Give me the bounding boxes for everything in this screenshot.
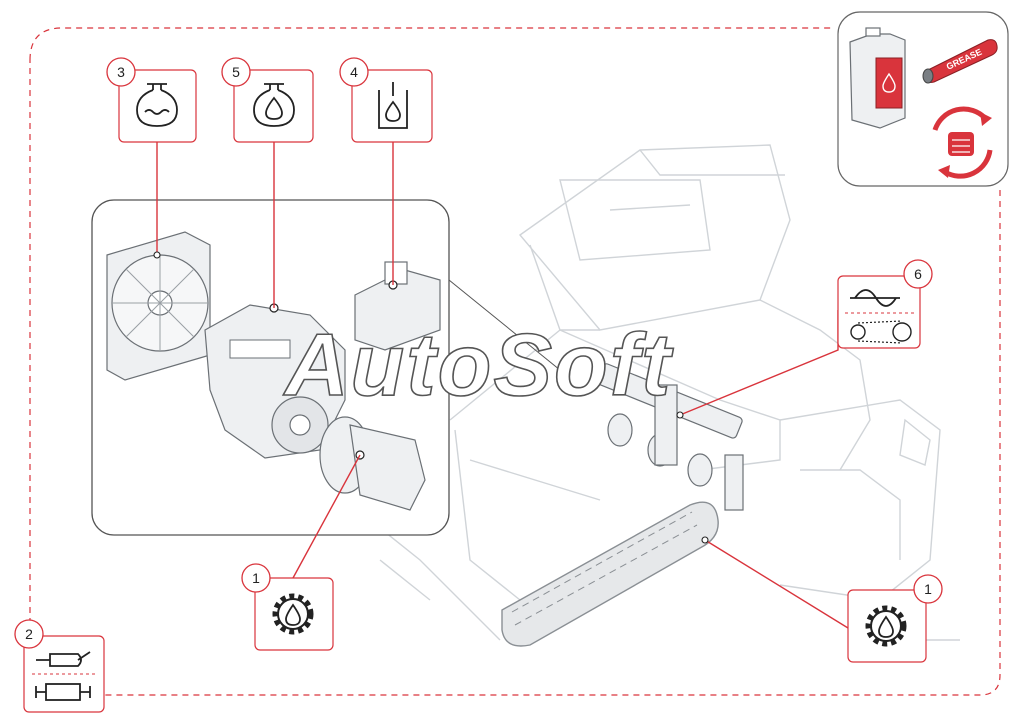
lubricants-legend: GREASE [837, 11, 1009, 187]
callout-2-number: 2 [25, 626, 33, 642]
hydraulic-tank-icon [378, 82, 408, 129]
callout-3-coolant: 3 [106, 57, 197, 143]
dashed-border [29, 27, 1001, 696]
callout-3-number: 3 [117, 64, 125, 80]
callout-6-number: 6 [914, 266, 922, 282]
crawler-track [501, 501, 719, 647]
callout-2-exhaust: 2 [14, 619, 105, 713]
callout-1a-number: 1 [252, 570, 260, 586]
callout-5-engine-oil: 5 [221, 57, 314, 143]
belt-drive-icon [845, 289, 915, 344]
auger-assembly [596, 363, 744, 511]
hydraulic-pump [319, 416, 426, 511]
service-cycle-icon [932, 106, 993, 179]
coolant-level-icon [136, 83, 178, 127]
callout-6-belt: 6 [837, 259, 933, 349]
exhaust-filter-icon [32, 651, 96, 701]
hydraulic-oil-tank [354, 261, 441, 351]
callout-1-gear-oil-pump: 1 [241, 563, 334, 651]
callout-4-number: 4 [350, 64, 358, 80]
callout-5-number: 5 [232, 64, 240, 80]
leader-lines [153, 142, 849, 629]
oil-canister-icon [849, 27, 906, 129]
gear-oil-icon [865, 605, 907, 647]
watermark-text: AutoSoft [283, 315, 674, 414]
callout-1b-number: 1 [924, 581, 932, 597]
engine-oil-icon [253, 83, 295, 127]
callout-1-gear-oil-track: 1 [847, 574, 943, 663]
diesel-engine [204, 303, 346, 459]
gear-oil-icon [272, 593, 314, 635]
callout-4-hydraulic: 4 [339, 57, 433, 143]
inset-pointer-line [448, 279, 561, 371]
